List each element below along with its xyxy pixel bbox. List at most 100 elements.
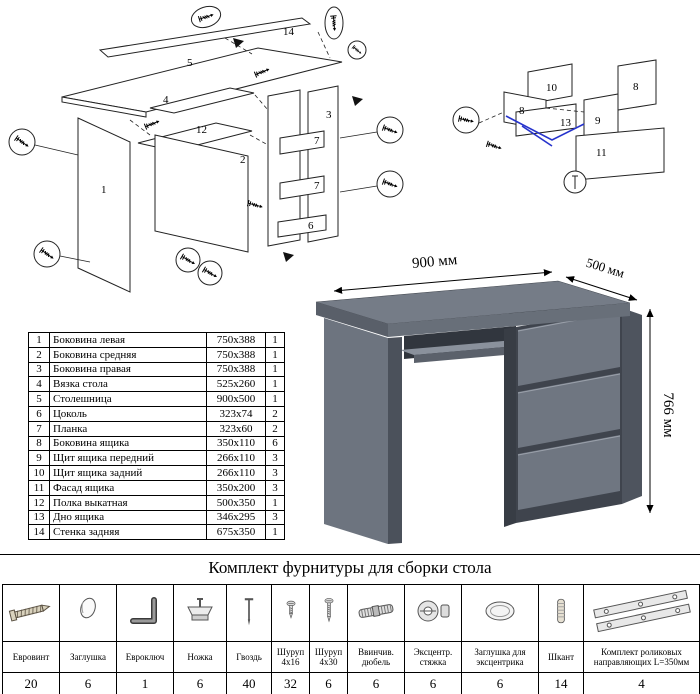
part-label: 7 (314, 180, 320, 192)
euroscrew-icon (8, 604, 51, 622)
tabletop-front-edge (388, 303, 630, 337)
part-size: 750x388 (206, 332, 266, 348)
part-label: 3 (326, 109, 332, 121)
part-qty: 1 (265, 361, 285, 378)
screw-4x30-icon (324, 597, 333, 622)
part-name: Цоколь (49, 405, 207, 422)
hw-icon-cell (347, 584, 405, 642)
part-size: 266x110 (206, 465, 266, 481)
hw-qty: 40 (226, 672, 272, 694)
runner-highlight (505, 115, 585, 141)
part-plinth (277, 214, 327, 238)
hardware-kit-title: Комплект фурнитуры для сборки стола (208, 558, 492, 577)
guide-lines (478, 107, 585, 124)
roller-guides-icon (592, 589, 691, 632)
part-qty: 1 (265, 332, 285, 348)
nail-icon (572, 175, 578, 189)
part-number: 9 (28, 450, 50, 467)
hw-icon-cell (271, 584, 310, 642)
foot-icon (187, 597, 213, 620)
hw-icon-cell (2, 584, 60, 642)
part-qty: 1 (265, 524, 285, 541)
part-name: Полка выкатная (49, 494, 207, 511)
part-drawer-facade (575, 127, 665, 181)
hw-icon-cell (461, 584, 539, 642)
desk-left-panel (324, 318, 388, 544)
part-number: 8 (28, 435, 50, 452)
hw-name: Заглушка для эксцентрика (461, 641, 539, 673)
part-qty: 2 (265, 420, 285, 437)
hw-name: Заглушка (59, 641, 117, 673)
part-number: 13 (28, 509, 50, 526)
part-name: Столешница (49, 391, 207, 407)
desk-left-panel-edge (388, 337, 402, 544)
part-qty: 1 (265, 376, 285, 393)
hardware-qty-row: 20 6 1 6 40 32 6 6 6 6 14 4 (2, 672, 700, 694)
part-label: 4 (163, 94, 169, 106)
screw-in-dowel-icon (358, 603, 394, 618)
part-name: Дно ящика (49, 509, 207, 526)
hw-qty: 20 (2, 672, 60, 694)
hw-qty: 4 (583, 672, 700, 694)
part-label: 2 (240, 154, 246, 166)
hardware-name-row: Евровинт Заглушка Евроключ Ножка Гвоздь … (2, 641, 700, 673)
guide-lines (129, 31, 331, 146)
part-number: 10 (28, 465, 50, 481)
part-name: Щит ящика передний (49, 450, 207, 467)
part-qty: 1 (265, 494, 285, 511)
hw-name: Шуруп 4x16 (271, 641, 310, 673)
dimension-height-label: 766 мм (660, 392, 676, 438)
part-size: 346x295 (206, 509, 266, 526)
dimension-line-depth (565, 276, 638, 301)
part-label: 14 (283, 26, 295, 38)
cam-cap-icon (485, 601, 515, 620)
part-label: 8 (519, 105, 525, 117)
callout-leader-lines (34, 131, 378, 263)
part-label: 7 (314, 135, 320, 147)
cap-icon (80, 597, 96, 618)
hw-name: Евровинт (2, 641, 60, 673)
tabletop-left-edge (316, 302, 388, 337)
hw-name: Комплект роликовых направляющих L=350мм (583, 641, 700, 673)
part-name: Планка (49, 420, 207, 437)
part-labels: 14 5 4 12 2 1 3 7 7 6 10 8 8 9 13 11 (101, 26, 639, 232)
part-name: Боковина ящика (49, 435, 207, 452)
part-qty: 3 (265, 509, 285, 526)
hw-name: Шуруп 4x30 (309, 641, 348, 673)
part-qty: 6 (265, 435, 285, 452)
part-qty: 3 (265, 465, 285, 481)
hw-icon-cell (404, 584, 462, 642)
part-label: 9 (595, 115, 601, 127)
hex-key-icon (130, 596, 157, 624)
part-number: 7 (28, 420, 50, 437)
part-number: 11 (28, 479, 50, 496)
part-drawer-back (527, 63, 573, 105)
hw-qty: 6 (461, 672, 539, 694)
part-middle-side (154, 134, 249, 253)
loose-screw-icon (485, 140, 504, 153)
part-size: 675x350 (206, 524, 266, 541)
diagram-canvas: 14 5 4 12 2 1 3 7 7 6 10 8 8 9 13 11 (8, 5, 676, 544)
part-number: 1 (28, 332, 50, 348)
hw-name: Ввинчив. дюбель (347, 641, 405, 673)
part-number: 2 (28, 346, 50, 363)
hw-qty: 6 (309, 672, 348, 694)
part-size: 350x110 (206, 435, 266, 452)
part-size: 350x200 (206, 479, 266, 496)
dimension-depth-label: 500 мм (584, 255, 626, 281)
hw-icon-cell (309, 584, 348, 642)
part-qty: 3 (265, 450, 285, 467)
dimension-line-width (333, 269, 553, 294)
part-name: Фасад ящика (49, 479, 207, 496)
